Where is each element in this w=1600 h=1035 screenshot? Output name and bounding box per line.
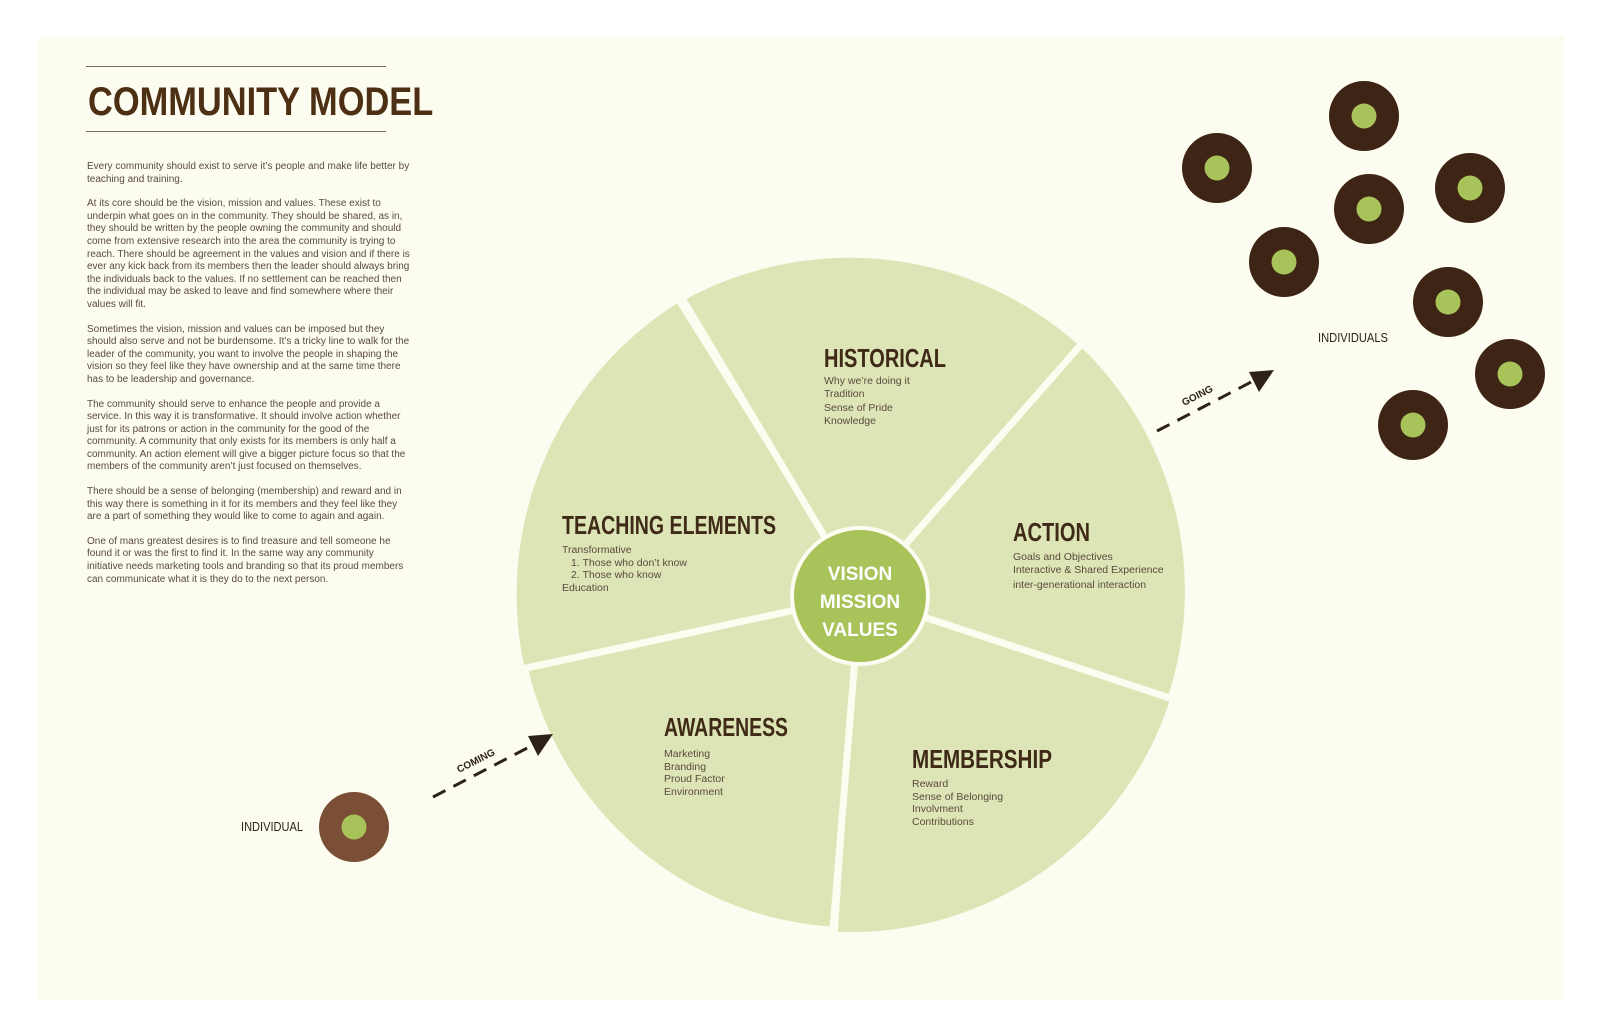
segment-item: Reward: [912, 778, 948, 790]
intro-paragraph: The community should serve to enhance th…: [87, 398, 406, 473]
individual-dot: [1182, 133, 1252, 203]
intro-paragraph: At its core should be the vision, missio…: [87, 198, 410, 310]
individual-dot: [1475, 339, 1545, 409]
title-top-rule: [86, 66, 386, 67]
segment-item: Goals and Objectives: [1013, 551, 1113, 563]
segment-title-awareness: AWARENESS: [664, 712, 788, 742]
segment-title-action: ACTION: [1013, 517, 1090, 547]
segment-title-membership: MEMBERSHIP: [912, 744, 1052, 774]
core-mission: MISSION: [820, 592, 900, 613]
individual-dot: [1249, 227, 1319, 297]
individual-dot: [1329, 81, 1399, 151]
segment-item: Proud Factor: [664, 773, 725, 785]
segment-item: inter-generational interaction: [1013, 579, 1146, 591]
segment-item: Marketing: [664, 748, 710, 760]
page-title: COMMUNITY MODEL: [88, 80, 434, 124]
segment-historical: [683, 257, 1079, 596]
segment-title-historical: HISTORICAL: [824, 343, 946, 373]
segment-item: Interactive & Shared Experience: [1013, 564, 1164, 576]
individual-dot: [1334, 174, 1404, 244]
segment-item: Why we’re doing it: [824, 375, 910, 387]
segment-item: Transformative: [562, 544, 632, 556]
intro-paragraph: Sometimes the vision, mission and values…: [87, 323, 410, 385]
core-vision: VISION: [828, 564, 892, 585]
segment-membership: [837, 596, 1171, 933]
core-values: VALUES: [822, 620, 898, 641]
segment-item: Involvment: [912, 803, 963, 815]
segment-item: Sense of Pride: [824, 402, 893, 414]
individual-dot: [1378, 390, 1448, 460]
segment-title-teaching-elements: TEACHING ELEMENTS: [562, 510, 776, 540]
individuals-group: INDIVIDUALS: [1182, 81, 1545, 460]
individual-label: INDIVIDUAL: [241, 819, 303, 834]
segment-teaching-elements: [516, 303, 860, 669]
going-arrow: GOING: [1156, 370, 1274, 433]
segment-action: [860, 345, 1185, 698]
segment-item: 1. Those who don’t know: [571, 557, 687, 569]
intro-paragraph: Every community should exist to serve it…: [87, 161, 410, 185]
segment-item: 2. Those who know: [571, 569, 662, 581]
segment-awareness: [528, 596, 860, 927]
segment-item: Tradition: [824, 388, 865, 400]
wheel: VISION MISSION VALUES HISTORICAL Why we’…: [507, 257, 1187, 943]
segment-item: Education: [562, 582, 609, 594]
core-circle: [790, 526, 930, 666]
title-bottom-rule: [86, 131, 386, 132]
segment-item: Knowledge: [824, 415, 876, 427]
segment-item: Branding: [664, 761, 706, 773]
segment-item: Environment: [664, 786, 723, 798]
segment-item: Sense of Belonging: [912, 791, 1003, 803]
coming-arrow: COMING: [432, 734, 553, 799]
intro-text: Every community should exist to serve it…: [87, 161, 412, 598]
intro-paragraph: One of mans greatest desires is to find …: [87, 535, 404, 585]
segment-item: Contributions: [912, 816, 974, 828]
individual-dot-center: [341, 814, 367, 840]
individuals-label: INDIVIDUALS: [1318, 330, 1388, 345]
individual-dot: [1435, 153, 1505, 223]
individual: INDIVIDUAL: [241, 792, 389, 862]
intro-paragraph: There should be a sense of belonging (me…: [87, 486, 402, 523]
individual-dot: [1413, 267, 1483, 337]
coming-label: COMING: [455, 747, 497, 776]
